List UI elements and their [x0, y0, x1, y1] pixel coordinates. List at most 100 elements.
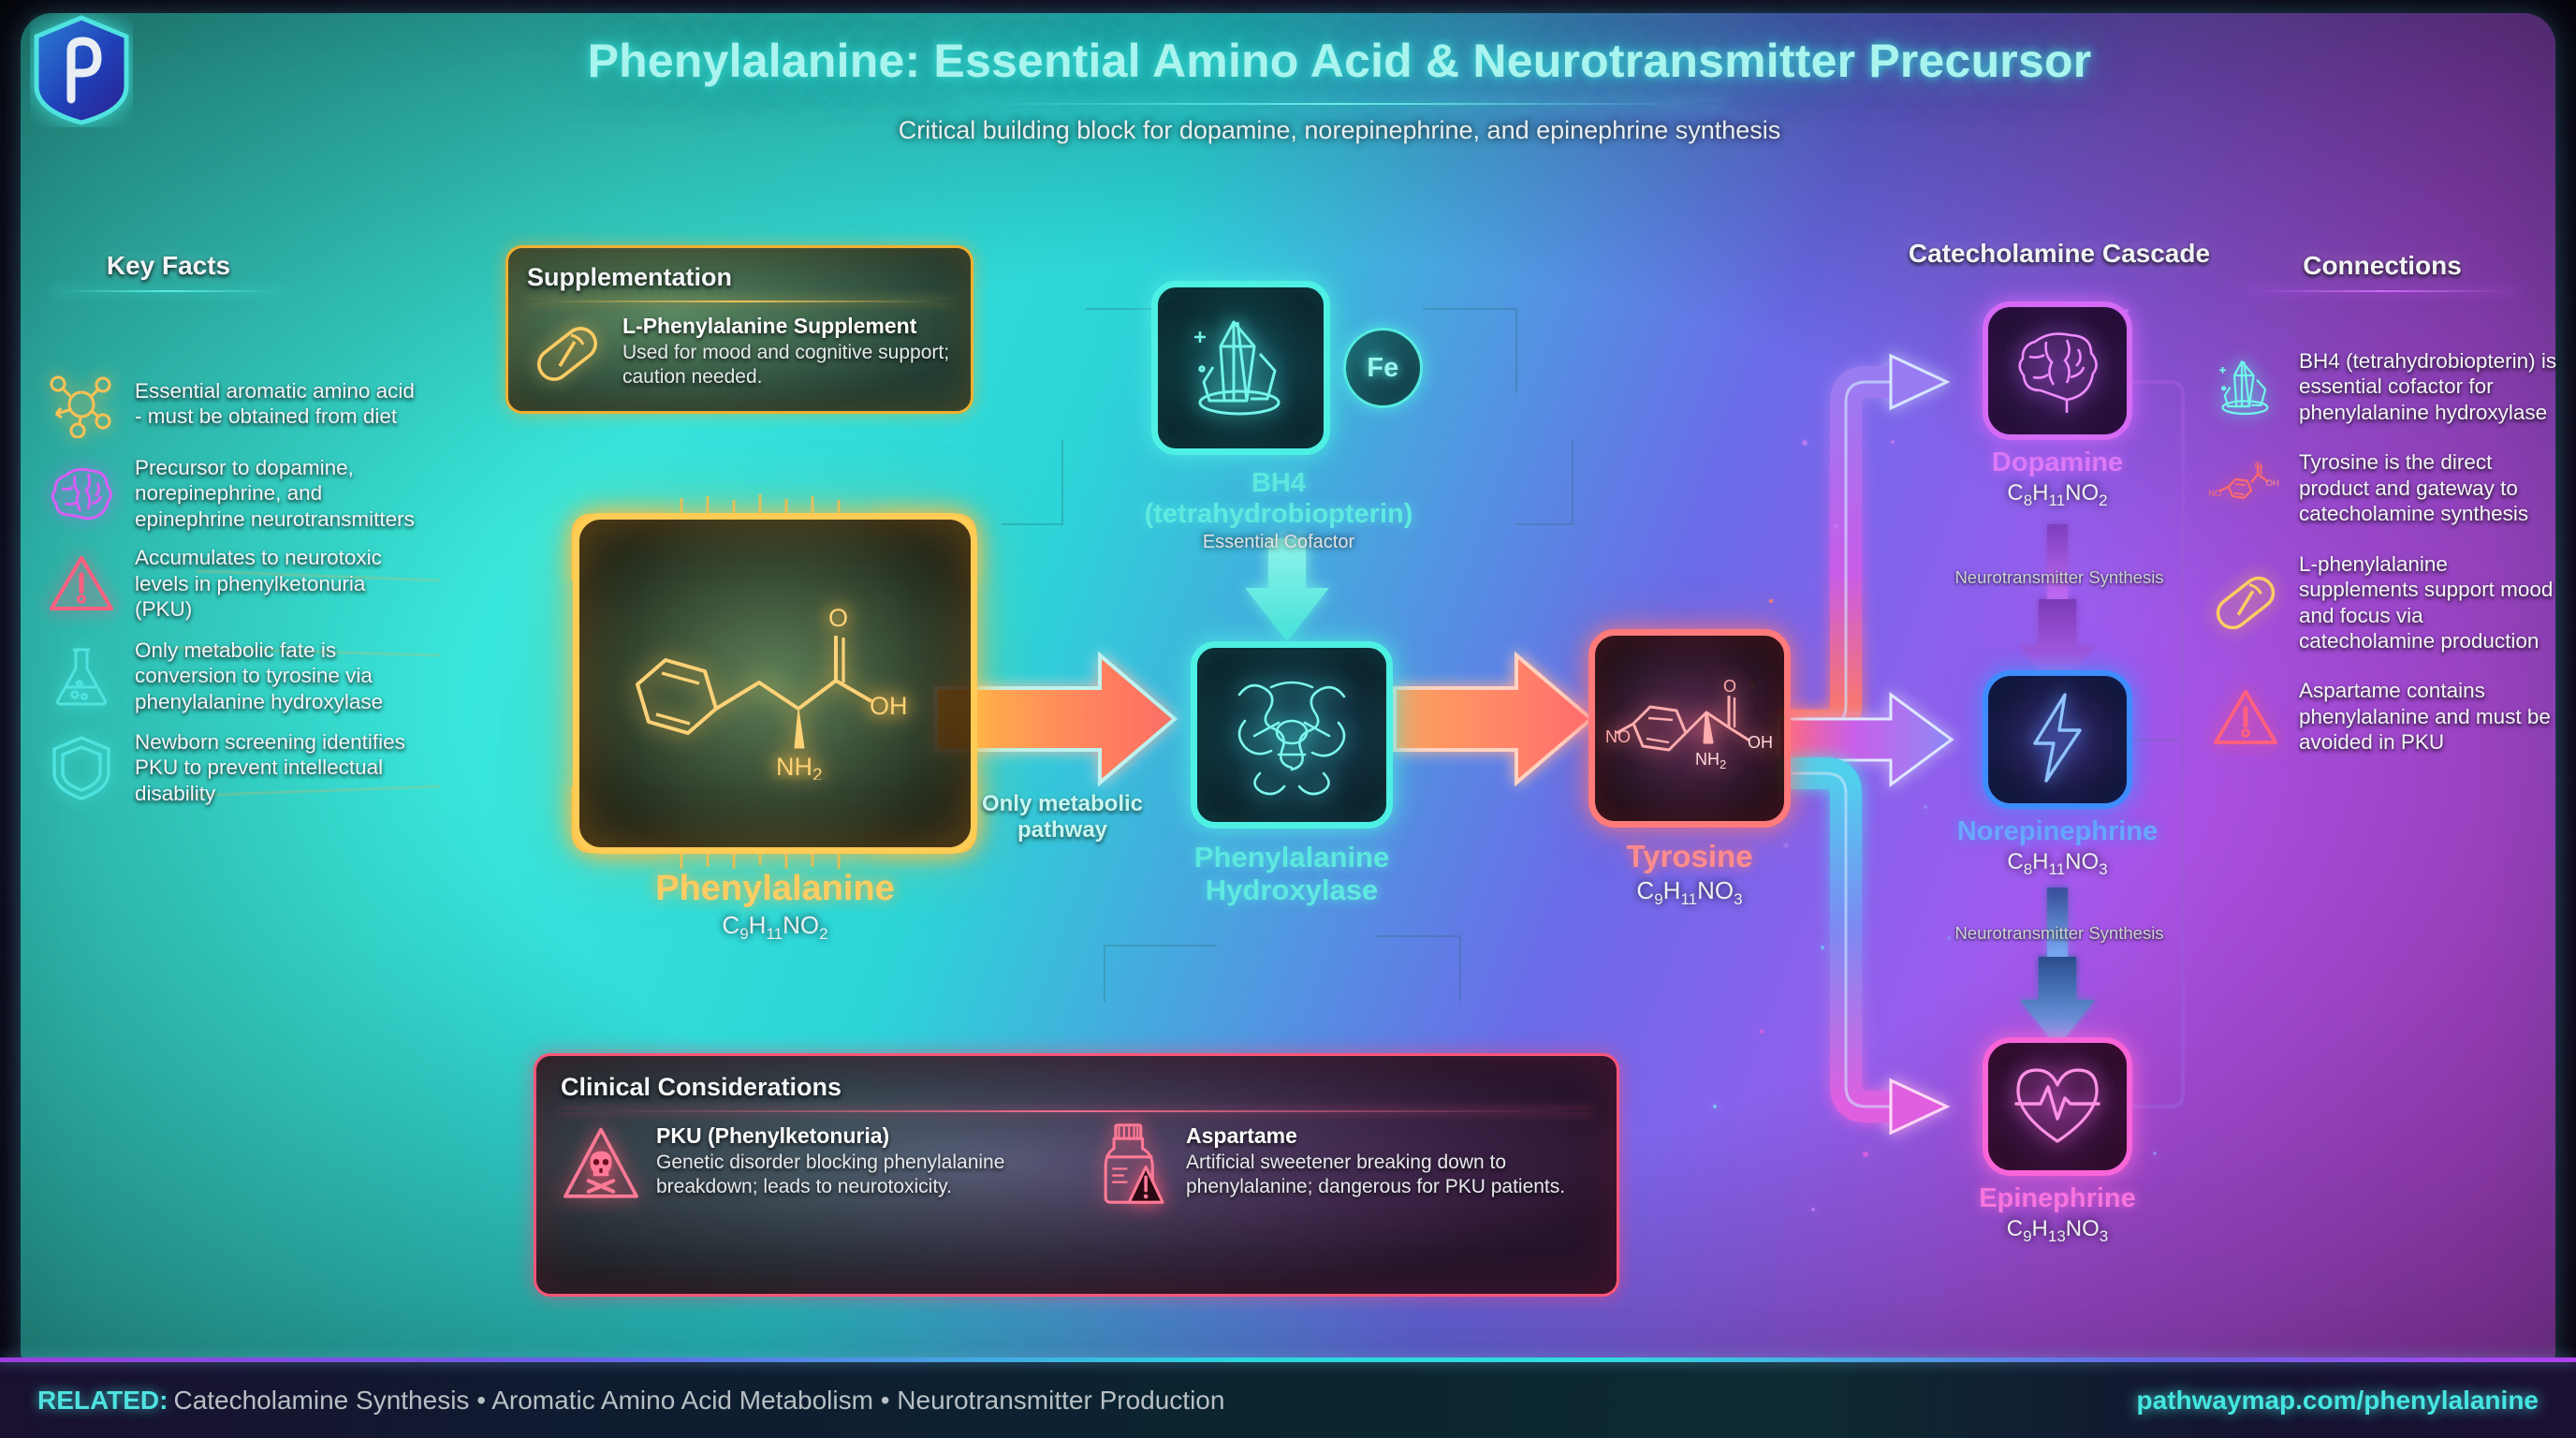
bh4-sublabel: Essential Cofactor: [1202, 532, 1355, 552]
fe-badge: Fe: [1342, 328, 1423, 408]
sparkle-dot: [2153, 1152, 2157, 1155]
connection-text: Tyrosine is the direct product and gatew…: [2299, 450, 2529, 526]
warning-triangle-icon: [2209, 681, 2282, 754]
page-subtitle: Critical building block for dopamine, no…: [898, 116, 1781, 144]
capsule-icon: [527, 314, 607, 394]
bh4-label: BH4 (tetrahydrobiopterin): [1144, 468, 1413, 529]
site-url[interactable]: pathwaymap.com/phenylalanine: [2136, 1385, 2539, 1415]
clinical-item-description: Artificial sweetener breaking down to ph…: [1186, 1152, 1566, 1197]
key-fact-text: Essential aromatic amino acid - must be …: [135, 378, 415, 428]
connections-heading: Connections: [2303, 251, 2462, 280]
list-item: Essential aromatic amino acid - must be …: [45, 367, 419, 440]
crystal-icon: [2209, 350, 2282, 423]
bottle-warning-icon: [1090, 1123, 1171, 1204]
tyrosine-label: Tyrosine: [1626, 839, 1753, 873]
svg-text:NH2: NH2: [776, 753, 823, 780]
svg-text:NO: NO: [1605, 727, 1631, 746]
brain-icon: [2009, 323, 2106, 419]
supplement-name: L-Phenylalanine Supplement: [622, 314, 917, 338]
sparkle-dot: [1924, 805, 1927, 809]
lightning-bolt-icon: [2018, 689, 2097, 791]
supplementation-divider: [527, 301, 952, 302]
title-divider: [956, 103, 1723, 105]
pathway-arrow-label: Only metabolic pathway: [981, 791, 1144, 844]
protein-ribbon-icon: [1217, 663, 1367, 808]
shield-icon: [45, 731, 118, 804]
sparkle-dot: [1811, 1208, 1815, 1211]
clinical-title: Clinical Considerations: [561, 1073, 842, 1101]
supplementation-title: Supplementation: [527, 263, 733, 291]
sparkle-dot: [1769, 599, 1773, 603]
node-epinephrine: Epinephrine C9H13NO3: [1979, 1037, 2136, 1246]
svg-text:NO: NO: [2209, 490, 2221, 500]
clinical-item: Aspartame Artificial sweetener breaking …: [1090, 1123, 1592, 1204]
key-facts-list: Essential aromatic amino acid - must be …: [45, 367, 419, 815]
connections-header: Connections: [2247, 251, 2518, 292]
skull-hazard-icon: [561, 1123, 641, 1204]
cascade-header: Catecholamine Cascade: [1825, 239, 2293, 269]
svg-text:O: O: [2255, 461, 2261, 471]
norepinephrine-card: [1983, 670, 2132, 809]
sparkle-dot: [1891, 440, 1895, 444]
tyrosine-formula: C9H11NO3: [1636, 876, 1743, 909]
sparkle-dot: [1863, 1152, 1868, 1157]
svg-text:OH: OH: [2266, 478, 2279, 489]
svg-text:OH: OH: [870, 692, 908, 720]
enzyme-label: Phenylalanine Hydroxylase: [1193, 841, 1390, 906]
tyrosine-card: O OH NO NH2: [1588, 629, 1791, 828]
sparkle-dot: [1713, 1105, 1717, 1108]
heart-pulse-icon: [2009, 1061, 2106, 1153]
related-label: RELATED:: [37, 1385, 168, 1415]
key-fact-text: Only metabolic fate is conversion to tyr…: [135, 638, 384, 713]
list-item: Precursor to dopamine, norepinephrine, a…: [45, 455, 419, 532]
related-items: Catecholamine Synthesis • Aromatic Amino…: [173, 1385, 1225, 1415]
supplementation-panel: Supplementation L-Phenylalanine Suppleme…: [505, 245, 973, 414]
connection-text: BH4 (tetrahydrobiopterin) is essential c…: [2299, 349, 2557, 424]
crystal-icon: [1179, 305, 1301, 432]
dopamine-formula: C8H11NO2: [2007, 480, 2108, 509]
node-phenylalanine-hydroxylase: Phenylalanine Hydroxylase: [1184, 641, 1399, 906]
arrow-norepinephrine-to-epinephrine: [2020, 888, 2095, 1047]
clinical-item-name: PKU (Phenylketonuria): [656, 1123, 890, 1148]
norepinephrine-formula: C8H11NO3: [2007, 849, 2108, 878]
list-item: O OH NO Tyrosine is the direct product a…: [2209, 449, 2560, 526]
phenylalanine-structure-icon: O OH NH2: [621, 583, 929, 785]
connections-divider: [2247, 290, 2518, 292]
brand-logo: [30, 13, 133, 127]
list-item: Accumulates to neurotoxic levels in phen…: [45, 545, 419, 622]
list-item: BH4 (tetrahydrobiopterin) is essential c…: [2209, 348, 2560, 425]
phenylalanine-formula: C9H11NO2: [722, 911, 828, 944]
phenylalanine-card: O OH NH2: [573, 513, 977, 854]
cascade-heading: Catecholamine Cascade: [1908, 239, 2211, 268]
epinephrine-label: Epinephrine: [1979, 1183, 2136, 1213]
clinical-panel: Clinical Considerations: [534, 1053, 1619, 1297]
connector-tyrosine-to-dopamine: [1778, 353, 1951, 741]
footer-bar: RELATED:Catecholamine Synthesis • Aromat…: [0, 1357, 2576, 1438]
key-fact-text: Newborn screening identifies PKU to prev…: [135, 729, 405, 805]
phenylalanine-label: Phenylalanine: [655, 869, 895, 908]
sparkle-dot: [1760, 1030, 1764, 1034]
key-fact-text: Precursor to dopamine, norepinephrine, a…: [135, 456, 415, 531]
supplement-description: Used for mood and cognitive support; cau…: [622, 342, 950, 388]
node-dopamine: Dopamine C8H11NO2: [1983, 301, 2132, 510]
list-item: Aspartame contains phenylalanine and mus…: [2209, 678, 2560, 755]
node-phenylalanine: O OH NH2 Phenylalanine C9H11NO2: [541, 494, 1009, 944]
tyrosine-structure-icon: O OH NO: [2209, 451, 2282, 524]
sparkle-dot: [1835, 524, 1838, 528]
list-item: Newborn screening identifies PKU to prev…: [45, 729, 419, 806]
connections-list: BH4 (tetrahydrobiopterin) is essential c…: [2209, 348, 2560, 765]
norepinephrine-label: Norepinephrine: [1956, 816, 2159, 846]
arrow-bh4-to-enzyme: [1245, 538, 1329, 641]
svg-text:O: O: [828, 604, 848, 632]
svg-text:O: O: [1723, 677, 1736, 696]
molecule-icon: [45, 367, 118, 440]
clinical-item-description: Genetic disorder blocking phenylalanine …: [656, 1152, 1005, 1197]
cascade-step-label: Neurotransmitter Synthesis: [1954, 923, 2164, 943]
svg-text:OH: OH: [1748, 733, 1773, 752]
key-fact-text: Accumulates to neurotoxic levels in phen…: [135, 546, 382, 622]
connection-text: Aspartame contains phenylalanine and mus…: [2299, 679, 2551, 755]
list-item: Only metabolic fate is conversion to tyr…: [45, 638, 419, 714]
tyrosine-structure-icon: O OH NO NH2: [1605, 666, 1774, 792]
header: Phenylalanine: Essential Amino Acid & Ne…: [215, 34, 2464, 145]
key-facts-divider: [51, 290, 285, 292]
